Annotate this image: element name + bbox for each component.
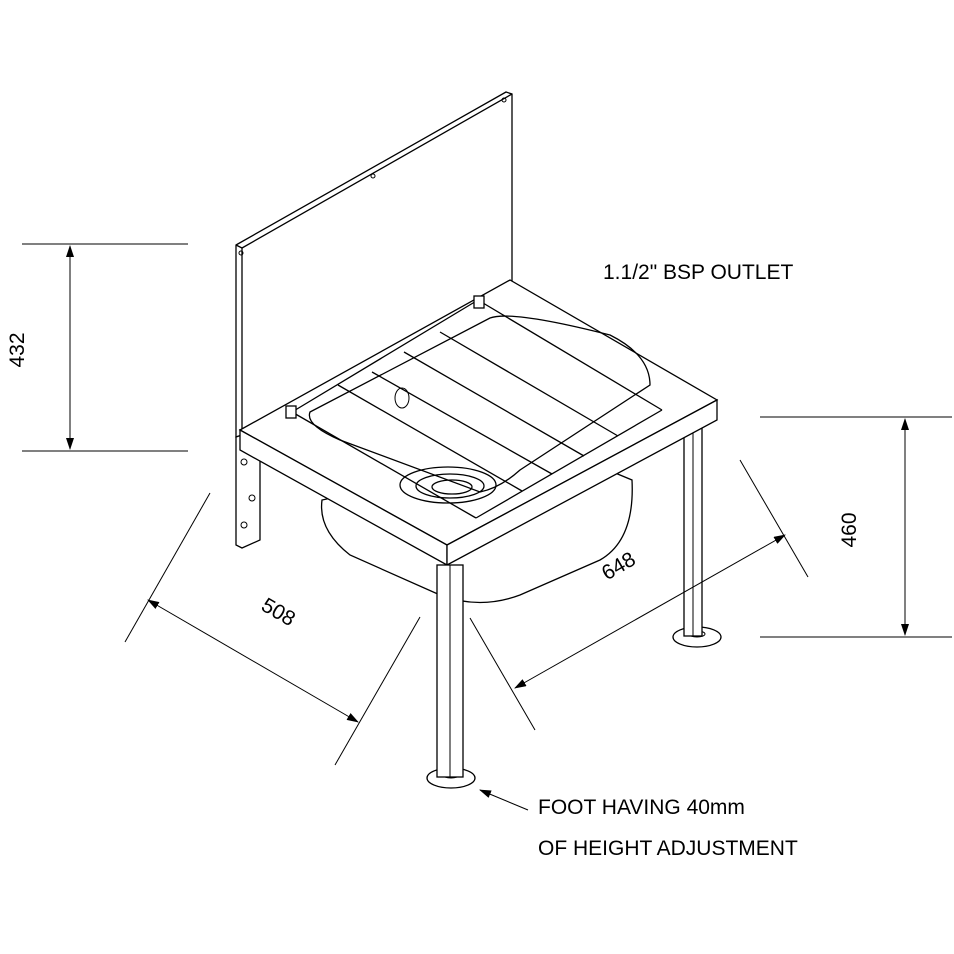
dimension-460-label: 460 <box>838 512 861 547</box>
dimension-460: 460 <box>760 416 952 638</box>
foot-label-line2: OF HEIGHT ADJUSTMENT <box>538 837 798 860</box>
dimension-432: 432 <box>6 243 188 452</box>
grating <box>285 295 663 519</box>
dimension-432-label: 432 <box>6 332 29 367</box>
sink-top <box>238 279 719 567</box>
right-leg <box>672 417 722 648</box>
waste-outlet <box>399 466 497 504</box>
outlet-label: 1.1/2" BSP OUTLET <box>603 261 793 284</box>
front-leg <box>426 564 476 789</box>
dimension-508-label: 508 <box>257 594 299 631</box>
foot-label-line1: FOOT HAVING 40mm <box>538 796 745 819</box>
foot-leader <box>479 789 529 811</box>
